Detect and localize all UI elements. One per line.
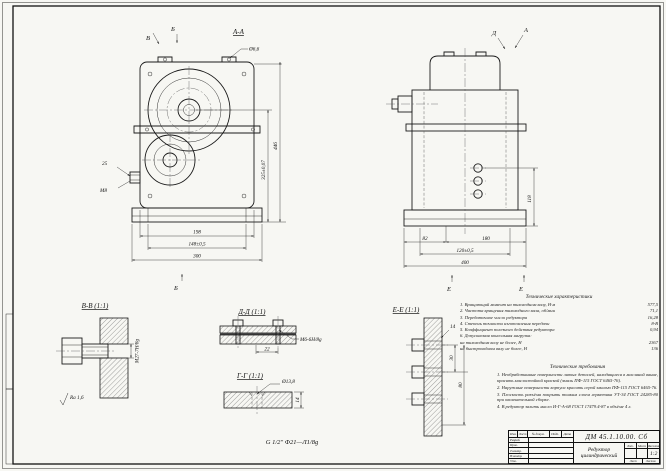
- tech-chars-item: 6. Допускаемая консольная нагрузка:: [460, 333, 532, 339]
- front-view-labels: А-А В Б Б: [146, 26, 245, 292]
- dim-label: 14: [294, 397, 301, 403]
- title-block-role-row: Разраб.: [509, 438, 573, 444]
- section-arrow-v: В: [146, 35, 150, 42]
- detail-dd: Д-Д (1:1) 22 М6-6Н/8g: [219, 308, 322, 354]
- tech-chars-item: 4. Степень точности изготовления передач…: [460, 320, 658, 326]
- dim-label: 82: [422, 236, 428, 242]
- detail-gg-title: Г-Г (1:1): [236, 372, 264, 380]
- dim-label: 180: [482, 236, 490, 242]
- dim-label: 148±0,5: [188, 241, 206, 248]
- front-view: [129, 56, 263, 223]
- section-arrow-b-bottom: Б: [173, 285, 178, 292]
- tech-chars-item: 2. Частота вращения тихоходного вала, об…: [460, 308, 658, 314]
- drawing-scale: 1:2: [650, 450, 658, 457]
- title-block-main-area: ДМ 45.1.10.00. Сб Редуктор цилиндрически…: [574, 431, 659, 463]
- dim-label: 120±0,5: [456, 248, 474, 254]
- side-view-dimensions: 118 82 180 120±0,5 400: [403, 167, 538, 268]
- dim-label: 14: [450, 323, 456, 330]
- section-arrow-e2: Е: [518, 286, 523, 293]
- dim-label: 25: [102, 161, 108, 167]
- dim-label: 22: [264, 347, 270, 353]
- detail-dd-title: Д-Д (1:1): [238, 308, 267, 316]
- dim-label: Ø6,6: [248, 47, 260, 53]
- hole-label: Ø13,8: [281, 379, 295, 385]
- tech-reqs-item: 3. Плоскость разъёма покрыть тонким слое…: [497, 391, 658, 403]
- tech-chars-item: 5. Коэффициент полезного действия редукт…: [460, 327, 658, 333]
- section-arrow-e1: Е: [446, 286, 451, 293]
- section-arrow-d: Д: [491, 30, 497, 37]
- dim-label: 400: [461, 259, 469, 266]
- section-arrow-b-top: Б: [170, 26, 175, 33]
- tech-reqs-item: 4. В редуктор залить масло И-Г-А-68 ГОСТ…: [497, 404, 632, 410]
- title-block-role-row: Пров.: [509, 443, 573, 449]
- title-block-scale-grid: Лит. Масса Масштаб 1:2 Лист Листов: [625, 443, 659, 463]
- dim-label: 118: [527, 195, 533, 203]
- dim-label: 30: [449, 355, 455, 361]
- detail-gg: Г-Г (1:1) Ø13,8 14: [223, 372, 304, 414]
- margin-stamp-box: [5, 388, 14, 465]
- thread-note-g: G 1/2″ Ф21—Л1/8g: [266, 439, 319, 446]
- detail-ee: Е-Е (1:1) 14 30 80: [392, 306, 468, 437]
- technical-requirements: Технические требования 1. Необработанные…: [497, 364, 658, 412]
- title-block-role-row: Н.контр.: [509, 453, 573, 459]
- front-drain-plug: [129, 171, 141, 184]
- front-base-flange: [131, 207, 263, 223]
- margin-stamp-box: [5, 313, 14, 390]
- dim-label: 325±0,07: [261, 160, 267, 180]
- tech-reqs-item: 2. Наружные поверхности корпуса красить …: [497, 384, 658, 390]
- tech-reqs-item: 1. Необработанные поверхности литых дета…: [497, 372, 658, 383]
- tech-chars-item: 1. Вращающий момент на тихоходном валу, …: [460, 302, 658, 307]
- technical-characteristics: Технические характеристики 1. Вращающий …: [460, 294, 658, 352]
- dim-label: М8: [99, 188, 107, 194]
- dim-label: 80: [458, 382, 464, 388]
- title-block: Изм. Лист № докум. Подп. Дата Разраб. Пр…: [508, 430, 660, 464]
- title-block-role-row: Т.контр.: [509, 448, 573, 454]
- side-view: [386, 48, 527, 234]
- view-arrow-a: А: [523, 27, 528, 34]
- side-view-labels: Д А Е Е: [446, 27, 528, 293]
- title-block-header-row: Изм. Лист № докум. Подп. Дата: [509, 431, 573, 438]
- front-view-dimensions: 25 М8 Ø6,6 325±0,07 446 198 148±0,5 300: [99, 47, 286, 262]
- detail-bb: В-В (1:1) М27-7Н/8g Ra 1,6: [56, 302, 141, 406]
- tech-chars-title: Технические характеристики: [525, 294, 593, 300]
- dim-label: 198: [193, 230, 201, 236]
- detail-ee-title: Е-Е (1:1): [392, 306, 420, 314]
- drawing-title: Редуктор цилиндрический: [574, 443, 625, 463]
- tech-reqs-title: Технические требования: [549, 364, 606, 370]
- thread-label: М27-7Н/8g: [135, 338, 141, 364]
- section-label-aa: А-А: [232, 28, 245, 36]
- dim-label: 446: [272, 142, 279, 150]
- document-number: ДМ 45.1.10.00. Сб: [574, 431, 659, 443]
- front-split-flange: [133, 125, 261, 134]
- title-block-revision-area: Изм. Лист № докум. Подп. Дата Разраб. Пр…: [509, 431, 574, 464]
- dim-label: 300: [193, 254, 201, 260]
- thread-label: М6-6Н/8g: [299, 337, 322, 343]
- detail-bb-title: В-В (1:1): [82, 302, 109, 310]
- roughness-label: Ra 1,6: [69, 395, 84, 401]
- side-split-flange: [405, 123, 527, 132]
- title-block-role-row: Утв.: [509, 458, 573, 464]
